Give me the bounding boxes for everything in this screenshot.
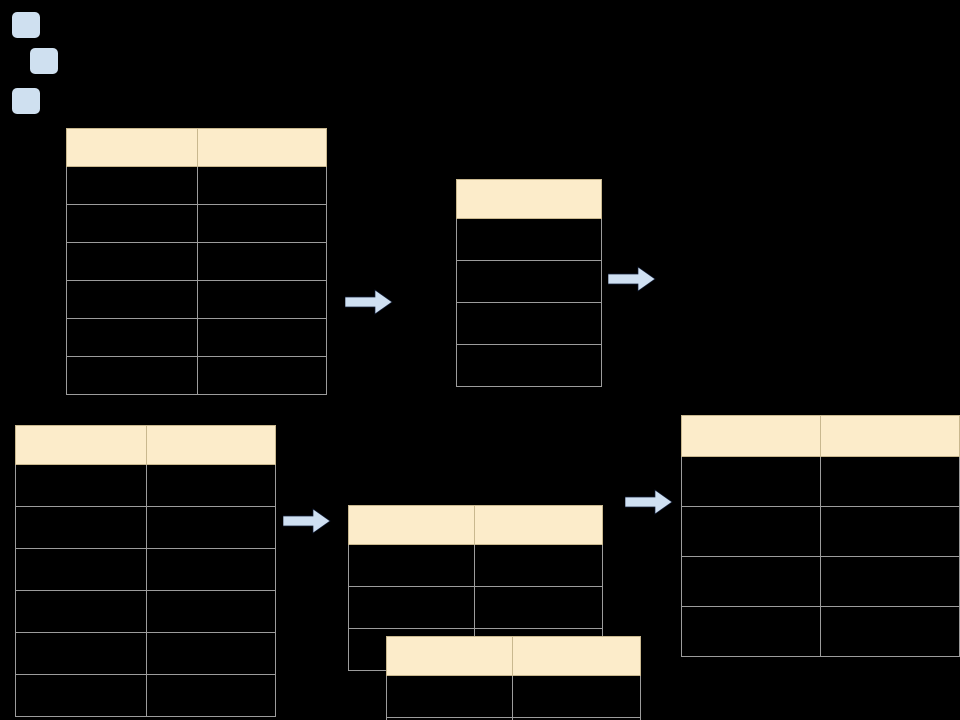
table-cell <box>819 556 960 607</box>
table-row <box>15 506 276 549</box>
rides-source-table-partitioned <box>15 425 276 717</box>
table-row <box>66 204 327 243</box>
table-cell <box>819 456 960 507</box>
table-row <box>15 548 276 591</box>
table-cell <box>15 674 147 717</box>
total-revenue-table <box>456 179 602 387</box>
column-header-revenue <box>456 179 602 219</box>
table-cell <box>348 586 475 629</box>
arrow-partition-to-result <box>624 489 673 515</box>
table-cell <box>146 548 276 591</box>
table-cell <box>15 464 147 507</box>
column-header-city_revenue <box>819 415 960 457</box>
table-cell <box>197 242 327 281</box>
table-row <box>456 344 602 387</box>
table-cell <box>474 586 603 629</box>
result-table <box>681 415 960 657</box>
table-row <box>66 166 327 205</box>
table-cell <box>456 302 602 345</box>
table-row <box>386 717 641 720</box>
table-cell <box>146 506 276 549</box>
table-header-row <box>386 636 641 676</box>
arrow-total-to-result <box>607 266 656 292</box>
table-cell <box>681 606 821 657</box>
table-cell <box>66 204 198 243</box>
table-cell <box>66 318 198 357</box>
table-cell <box>197 318 327 357</box>
table-row <box>681 506 960 557</box>
table-cell <box>15 548 147 591</box>
table-cell <box>681 506 821 557</box>
table-row <box>456 260 602 303</box>
table-row <box>15 464 276 507</box>
column-header-city <box>15 425 147 465</box>
table-cell <box>15 506 147 549</box>
column-header-revenue <box>197 128 327 167</box>
table-cell <box>66 356 198 395</box>
column-header-revenue <box>512 636 641 676</box>
table-row <box>348 544 603 587</box>
table-header-row <box>681 415 960 457</box>
arrow-source-to-partition <box>282 508 331 534</box>
step-badge-3 <box>12 88 40 114</box>
table-cell <box>66 280 198 319</box>
table-row <box>456 218 602 261</box>
table-header-row <box>456 179 602 219</box>
table-cell <box>456 260 602 303</box>
table-row <box>456 302 602 345</box>
table-cell <box>474 544 603 587</box>
table-row <box>386 675 641 718</box>
table-cell <box>512 717 641 720</box>
table-cell <box>197 356 327 395</box>
table-cell <box>197 280 327 319</box>
table-cell <box>15 590 147 633</box>
table-row <box>681 606 960 657</box>
table-header-row <box>348 505 603 545</box>
table-cell <box>456 344 602 387</box>
table-cell <box>146 464 276 507</box>
table-cell <box>348 544 475 587</box>
table-cell <box>512 675 641 718</box>
table-cell <box>819 606 960 657</box>
step-badge-2 <box>30 48 58 74</box>
table-row <box>681 456 960 507</box>
table-header-row <box>66 128 327 167</box>
rides-source-table <box>66 128 327 395</box>
table-cell <box>66 242 198 281</box>
table-row <box>66 242 327 281</box>
column-header-city <box>348 505 475 545</box>
table-row <box>66 280 327 319</box>
table-row <box>348 586 603 629</box>
table-cell <box>386 675 513 718</box>
partition-group-table-b <box>386 636 641 720</box>
step-badge-1 <box>12 12 40 38</box>
table-cell <box>146 674 276 717</box>
table-header-row <box>15 425 276 465</box>
table-cell <box>681 556 821 607</box>
table-cell <box>456 218 602 261</box>
table-row <box>66 318 327 357</box>
table-row <box>66 356 327 395</box>
table-cell <box>197 204 327 243</box>
column-header-revenue <box>474 505 603 545</box>
table-row <box>15 674 276 717</box>
column-header-city <box>66 128 198 167</box>
column-header-city <box>681 415 821 457</box>
table-cell <box>146 632 276 675</box>
table-cell <box>146 590 276 633</box>
arrow-source-to-total <box>344 289 393 315</box>
column-header-revenue <box>146 425 276 465</box>
table-cell <box>197 166 327 205</box>
table-row <box>15 590 276 633</box>
table-cell <box>15 632 147 675</box>
table-row <box>15 632 276 675</box>
table-row <box>681 556 960 607</box>
table-cell <box>819 506 960 557</box>
column-header-city <box>386 636 513 676</box>
table-cell <box>681 456 821 507</box>
table-cell <box>66 166 198 205</box>
